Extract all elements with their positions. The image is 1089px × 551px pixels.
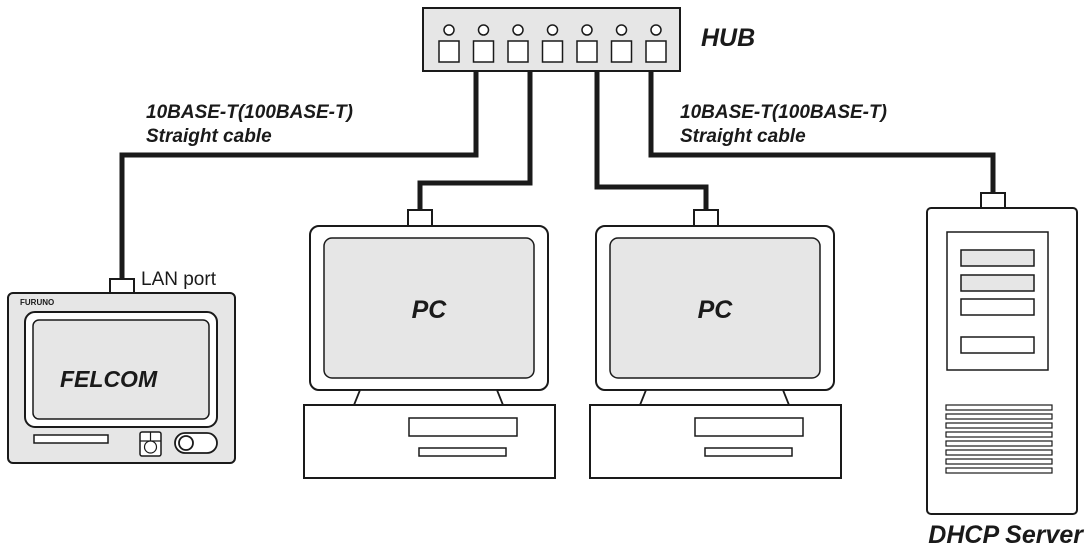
pc-2-drive-slot-2 [704,447,793,457]
cable-server-hub [648,69,996,193]
pc-1-base [303,404,556,479]
hub-port-socket [507,40,529,63]
right-cable-label-line1: 10BASE-T(100BASE-T) [680,102,887,123]
felcom-power-switch [174,432,218,454]
lan-port-label: LAN port [141,269,217,290]
hub-port-socket [541,40,564,63]
server-drive-bay-1 [960,249,1035,267]
hub-port-led [546,24,559,36]
felcom-brand: FURUNO [20,298,54,307]
server-vent-slat [945,413,1053,420]
pc-2-lan-connector [693,209,719,227]
server-vents [945,404,1053,474]
pc-2: PC [589,209,842,479]
server-vent-slat [945,458,1053,465]
server-vent-slat [945,467,1053,474]
hub-port-socket [472,40,495,63]
dhcp-server: DHCP Server [926,192,1084,549]
hub-port-socket [438,40,460,63]
felcom-screen [32,319,210,420]
hub-port-led [477,24,490,36]
pc-1-drive-slot-2 [418,447,507,457]
right-cable-label-line2: Straight cable [680,126,806,147]
server-vent-slat [945,431,1053,438]
cable-felcom-hub [119,69,479,278]
felcom-screen-label: FELCOM [60,366,158,392]
pc-2-label: PC [698,296,734,324]
pc-1: PC [303,209,556,479]
server-lan-connector [980,192,1006,210]
pc-2-drive-slot-1 [694,417,804,437]
hub-ports [438,24,667,63]
felcom-card-slot [33,434,109,444]
hub-port-socket [645,40,667,63]
hub-port-led [615,24,628,36]
pc-1-label: PC [412,296,448,324]
pc-2-base [589,404,842,479]
pc-2-stand [638,389,791,406]
server-drive-bay-2 [960,274,1035,292]
hub-port-socket [576,40,598,63]
pc-1-screen [323,237,535,379]
cables [119,69,996,278]
hub-label: HUB [701,24,755,52]
felcom-knob [139,431,162,457]
hub-port-led [512,24,524,36]
pc-2-screen [609,237,821,379]
server-label: DHCP Server [928,521,1084,549]
server-drive-bay-4 [960,336,1035,354]
hub-port-led [443,24,455,36]
hub-port-led [581,24,593,36]
left-cable-label-line1: 10BASE-T(100BASE-T) [146,102,353,123]
server-vent-slat [945,449,1053,456]
pc-1-stand [352,389,505,406]
server-drive-bay-3 [960,298,1035,316]
pc-1-drive-slot-1 [408,417,518,437]
hub-port-socket [610,40,633,63]
left-cable-label-line2: Straight cable [146,126,272,147]
felcom-terminal: LAN port FURUNO FELCOM [7,269,236,464]
server-vent-slat [945,422,1053,429]
felcom-lan-connector [109,278,135,295]
hub: HUB [422,7,755,72]
server-vent-slat [945,440,1053,447]
cable-pc2-hub [594,69,709,210]
pc-1-lan-connector [407,209,433,227]
cable-pc1-hub [417,69,533,210]
hub-port-led [650,24,662,36]
server-vent-slat [945,404,1053,411]
